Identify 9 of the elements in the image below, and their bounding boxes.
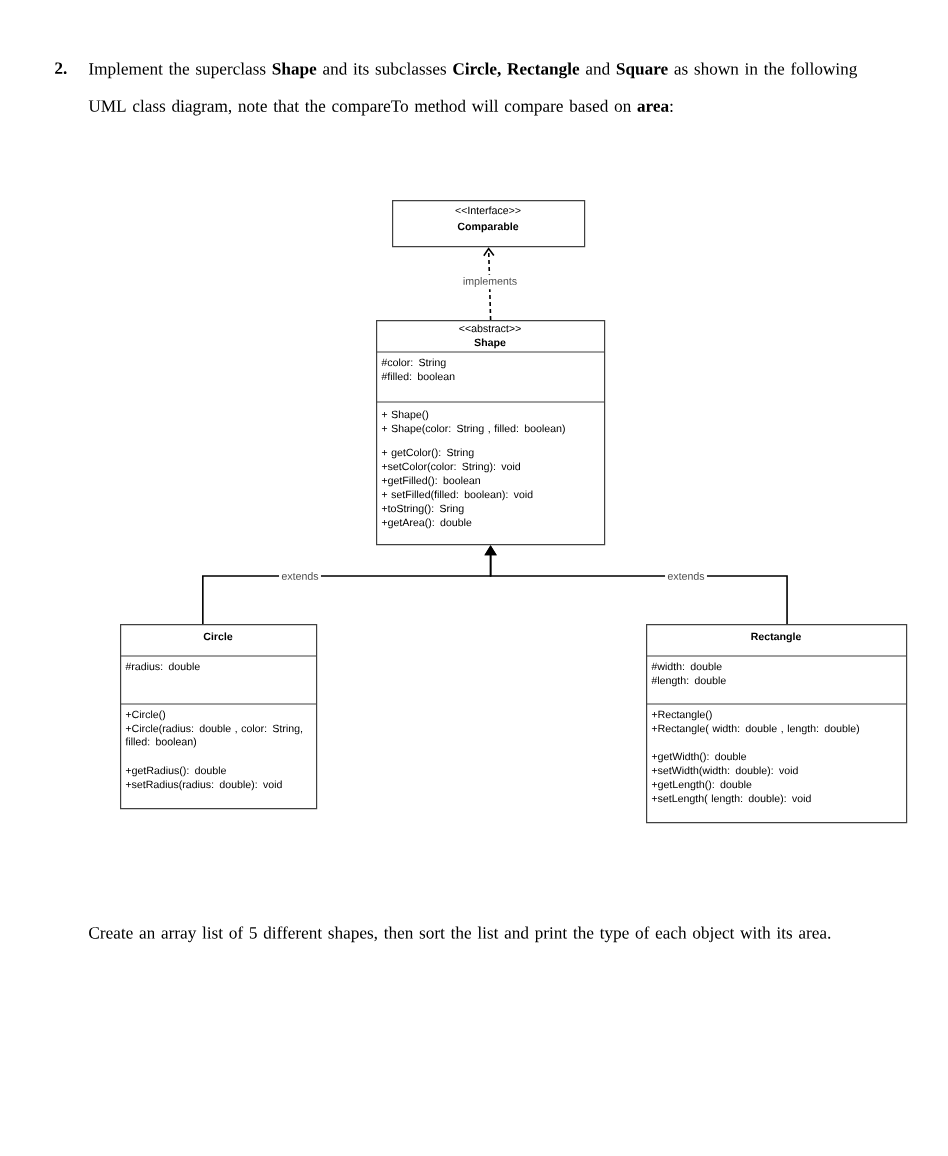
class-box — [392, 200, 586, 248]
arrow — [484, 545, 788, 625]
class-box — [119, 624, 318, 810]
question-number: 2. — [55, 62, 67, 75]
question-text: Implement the superclass Shape and its subclasses Circle, Rectangle and Square as shown in the following UML class diagram, note that the compareTo method will compare based on area: — [88, 62, 858, 116]
question-text: Create an array list of 5 different shapes, then sort the list and print the type of each object with its area. — [89, 926, 831, 943]
class-box — [375, 320, 606, 546]
class-box — [645, 624, 908, 824]
arrow — [483, 247, 495, 321]
